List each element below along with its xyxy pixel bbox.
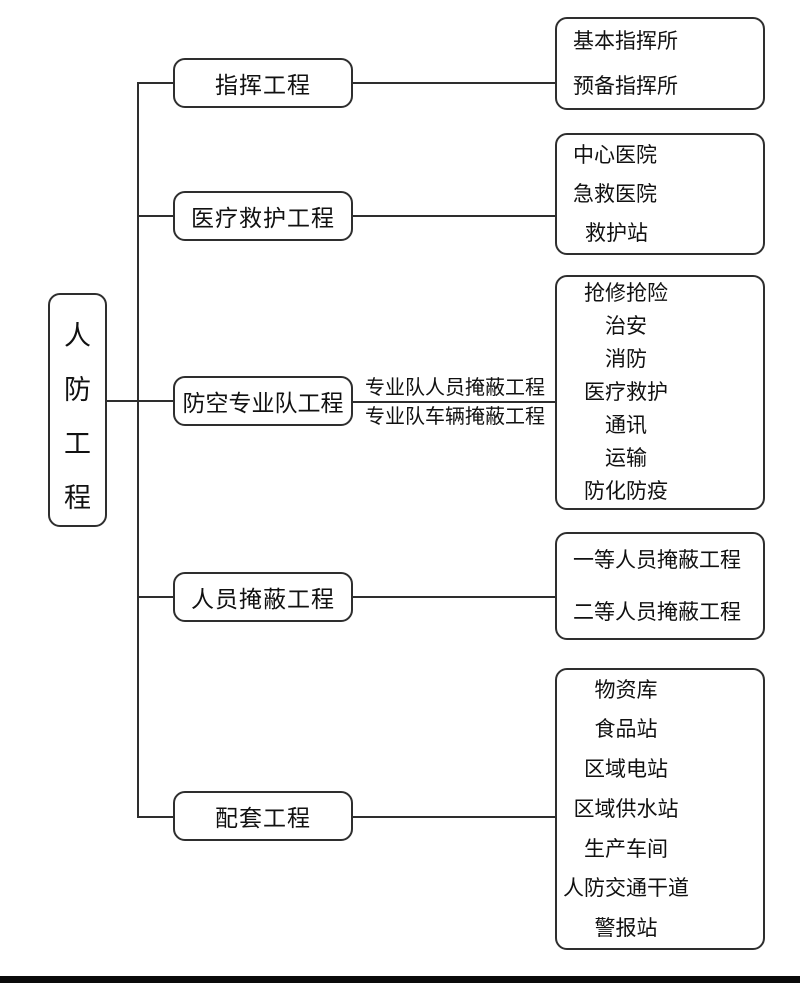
branch1-right-connector-line	[353, 82, 555, 84]
leaf-item: 急救医院	[573, 181, 657, 206]
leaf-item: 治安	[605, 314, 647, 339]
root-char: 工	[64, 428, 91, 460]
leaf-box-hospitals: 中心医院 急救医院 救护站	[555, 133, 765, 255]
leaf-item: 基本指挥所	[573, 29, 678, 54]
branch-node-personnel-shelter: 人员掩蔽工程	[173, 572, 353, 622]
branch-node-supporting: 配套工程	[173, 791, 353, 841]
leaf-item: 医疗救护	[584, 380, 668, 405]
leaf-item: 消防	[605, 347, 647, 372]
branch-label: 防空专业队工程	[182, 391, 344, 417]
leaf-box-supporting-facilities: 物资库 食品站 区域电站 区域供水站 生产车间 人防交通干道 警报站	[555, 668, 765, 950]
tree-spine-line	[137, 82, 139, 818]
branch5-right-connector-line	[353, 816, 555, 818]
root-char: 人	[64, 320, 91, 352]
branch3-right-connector-line	[353, 401, 555, 403]
branch-node-medical-rescue: 医疗救护工程	[173, 191, 353, 241]
leaf-box-command-posts: 基本指挥所 预备指挥所	[555, 17, 765, 110]
leaf-item: 物资库	[594, 677, 658, 702]
branch-node-command: 指挥工程	[173, 58, 353, 108]
leaf-item: 警报站	[594, 916, 658, 940]
root-connector-line	[106, 400, 173, 402]
branch4-right-connector-line	[353, 596, 555, 598]
root-node: 人 防 工 程	[48, 293, 107, 527]
edge-label-team-personnel-shelter: 专业队人员掩蔽工程	[365, 375, 545, 399]
leaf-box-shelter-grades: 一等人员掩蔽工程 二等人员掩蔽工程	[555, 532, 765, 640]
branch-label: 人员掩蔽工程	[191, 587, 335, 613]
leaf-box-specialty-teams: 抢修抢险 治安 消防 医疗救护 通讯 运输 防化防疫	[555, 275, 765, 510]
branch-label: 医疗救护工程	[191, 206, 335, 232]
leaf-item: 运输	[605, 446, 647, 471]
leaf-item: 生产车间	[584, 836, 668, 861]
branch4-left-connector-line	[139, 596, 173, 598]
leaf-item: 预备指挥所	[573, 73, 678, 98]
leaf-item: 防化防疫	[584, 479, 668, 504]
branch-label: 指挥工程	[215, 73, 311, 99]
branch-label: 配套工程	[215, 806, 311, 832]
leaf-item: 一等人员掩蔽工程	[573, 547, 741, 572]
branch2-left-connector-line	[139, 215, 173, 217]
leaf-item: 二等人员掩蔽工程	[573, 599, 741, 624]
leaf-item: 食品站	[594, 717, 658, 742]
edge-label-team-vehicle-shelter: 专业队车辆掩蔽工程	[365, 404, 545, 428]
leaf-item: 中心医院	[573, 142, 657, 167]
leaf-item: 救护站	[585, 221, 648, 246]
branch5-left-connector-line	[139, 816, 173, 818]
root-char: 程	[64, 482, 91, 514]
branch-node-air-defense-team: 防空专业队工程	[173, 376, 353, 426]
root-char: 防	[64, 374, 91, 406]
bottom-rule	[0, 976, 800, 983]
branch1-left-connector-line	[139, 82, 173, 84]
leaf-item: 区域供水站	[573, 796, 679, 821]
leaf-item: 人防交通干道	[563, 876, 689, 901]
leaf-item: 通讯	[605, 413, 647, 438]
leaf-item: 抢修抢险	[584, 281, 668, 306]
branch2-right-connector-line	[353, 215, 555, 217]
leaf-item: 区域电站	[584, 757, 668, 782]
